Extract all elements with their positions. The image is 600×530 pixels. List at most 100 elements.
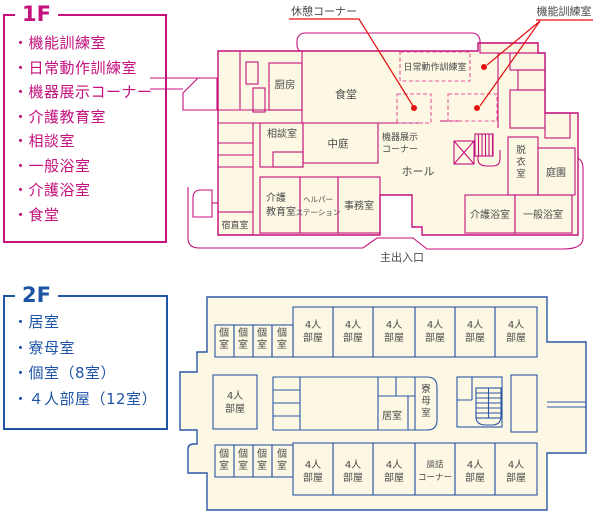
room-matron-label: 母 xyxy=(421,396,431,407)
legend-item-label: 食堂 xyxy=(28,205,60,224)
legend-item-label: 機能訓練室 xyxy=(28,34,107,52)
room-quad-label: 4人 xyxy=(427,319,443,331)
small-room xyxy=(252,87,266,113)
room-single-label: 個 xyxy=(257,326,267,339)
room-single-label: 個 xyxy=(219,447,229,460)
room-single-label: 個 xyxy=(277,447,287,460)
legend-item-label: 機器展示コーナー xyxy=(28,83,153,101)
bullet: ・ xyxy=(13,205,29,224)
marker-dot xyxy=(411,105,417,111)
room-single-label: 個 xyxy=(257,447,267,460)
room-matron-label: 室 xyxy=(421,407,431,419)
legend-2f-title: 2F xyxy=(15,283,58,307)
room-kitchen-label: 厨房 xyxy=(275,78,296,91)
room-living-label: 居室 xyxy=(382,409,402,422)
center-block-partitions xyxy=(377,377,416,430)
room-courtyard xyxy=(302,122,379,164)
room-quad-label: 4人 xyxy=(467,459,483,471)
legend-item-label: 介護教育室 xyxy=(28,107,107,126)
room-matron-label: 寮 xyxy=(421,383,431,395)
room-quad-label: 部屋 xyxy=(343,331,363,344)
room-single-label: 個 xyxy=(277,326,287,339)
elevator-icon xyxy=(453,140,475,165)
east-bump-divider xyxy=(547,401,586,408)
room-single-label: 室 xyxy=(277,338,287,351)
rooms-2f xyxy=(212,306,538,496)
bullet: ・ xyxy=(13,181,29,199)
bullet: ・ xyxy=(13,389,29,408)
room-quad xyxy=(212,374,258,430)
center-block xyxy=(272,376,438,431)
small-room xyxy=(544,112,571,139)
building-2f xyxy=(179,296,587,511)
room-single-label: 室 xyxy=(238,459,248,472)
room-quad-label: 部屋 xyxy=(465,331,485,344)
legend-item: ・介護教育室 xyxy=(13,105,165,130)
small-room xyxy=(509,89,546,129)
callouts-1f xyxy=(289,18,593,111)
legend-item: ・食堂 xyxy=(13,203,165,228)
room-single-label: 室 xyxy=(257,338,267,351)
stairs-icon-1f xyxy=(474,133,501,167)
center-block-strips xyxy=(273,377,301,430)
legend-item-label: ４人部屋（12室） xyxy=(28,389,158,408)
room-care-education-label: 教育室 xyxy=(266,205,296,218)
dashed-zones-1f xyxy=(396,51,498,124)
floorplan-1f: 休憩コーナー 機能訓練室 厨房 食堂 日常動作訓練室 相談室 中庭 機器展示 コ… xyxy=(150,4,593,264)
bullet: ・ xyxy=(13,156,29,175)
zone-training xyxy=(447,93,498,122)
room-quad xyxy=(494,306,538,358)
room-quad xyxy=(494,442,538,496)
room-quad-label: 部屋 xyxy=(506,331,526,344)
room-quad-label: 4人 xyxy=(227,390,243,402)
legend-item: ・一般浴室 xyxy=(13,154,165,179)
room-quad-label: 4人 xyxy=(305,319,321,331)
callout-rest-label: 休憩コーナー xyxy=(291,4,357,18)
legend-item-label: 介護浴室 xyxy=(28,181,91,199)
legend-item: ・介護浴室 xyxy=(13,178,165,203)
room-single-label: 室 xyxy=(238,338,248,351)
bullet: ・ xyxy=(13,313,29,331)
room-quad-label: 部屋 xyxy=(384,331,404,344)
room-single-label: 室 xyxy=(257,459,267,472)
bullet: ・ xyxy=(13,364,29,382)
room-office xyxy=(337,176,381,234)
room-quad-label: 4人 xyxy=(305,459,321,471)
room-talk-corner-label: 談話 xyxy=(426,459,444,470)
site-boundary-1f xyxy=(150,77,584,250)
room-quad-label: 4人 xyxy=(386,459,402,471)
floorplan-2f: 個 室 個 室 個 室 個 室 4人 部屋 4人 部屋 4人 部屋 4人 部屋 … xyxy=(179,296,587,511)
room-single-label: 室 xyxy=(277,459,287,472)
room-office-label: 事務室 xyxy=(344,199,374,212)
room-quad-label: 部屋 xyxy=(425,331,445,344)
main-entrance-label: 主出入口 xyxy=(380,250,424,264)
bullet: ・ xyxy=(13,83,29,101)
roof-strip xyxy=(479,42,539,54)
room-talk-corner-label: コーナー xyxy=(418,473,452,483)
zone-rest-corner xyxy=(396,93,432,124)
room-helper-station-label: ステーション xyxy=(296,208,341,217)
room-undressing-label: 脱 xyxy=(516,144,526,156)
room-night-duty xyxy=(217,211,254,236)
room-courtyard-label: 中庭 xyxy=(328,137,349,150)
bullet: ・ xyxy=(13,132,29,150)
room-single-label: 室 xyxy=(219,338,229,351)
room-quad-label: 4人 xyxy=(508,319,524,331)
room-quad-label: 部屋 xyxy=(343,471,363,484)
room-undressing-label: 衣 xyxy=(516,156,526,168)
annex-southwest xyxy=(192,189,213,218)
stair-block xyxy=(456,376,503,428)
legend-item: ・相談室 xyxy=(13,129,165,154)
room-quad-label: 4人 xyxy=(467,319,483,331)
room-general-bath-label: 一般浴室 xyxy=(523,208,563,221)
legend-2f-list: ・居室 ・寮母室 ・個室（8室） ・４人部屋（12室） xyxy=(13,310,166,412)
legend-item-label: 日常動作訓練室 xyxy=(28,58,138,77)
legend-item: ・居室 xyxy=(13,310,166,336)
legend-item-label: 相談室 xyxy=(28,132,76,150)
room-quad-label: 4人 xyxy=(386,319,402,331)
legend-1f-title: 1F xyxy=(15,2,58,26)
room-single-label: 個 xyxy=(238,447,248,460)
legend-1f: 1F ・機能訓練室 ・日常動作訓練室 ・機器展示コーナー ・介護教育室 ・相談室… xyxy=(3,2,167,243)
legend-item: ・４人部屋（12室） xyxy=(13,387,166,413)
